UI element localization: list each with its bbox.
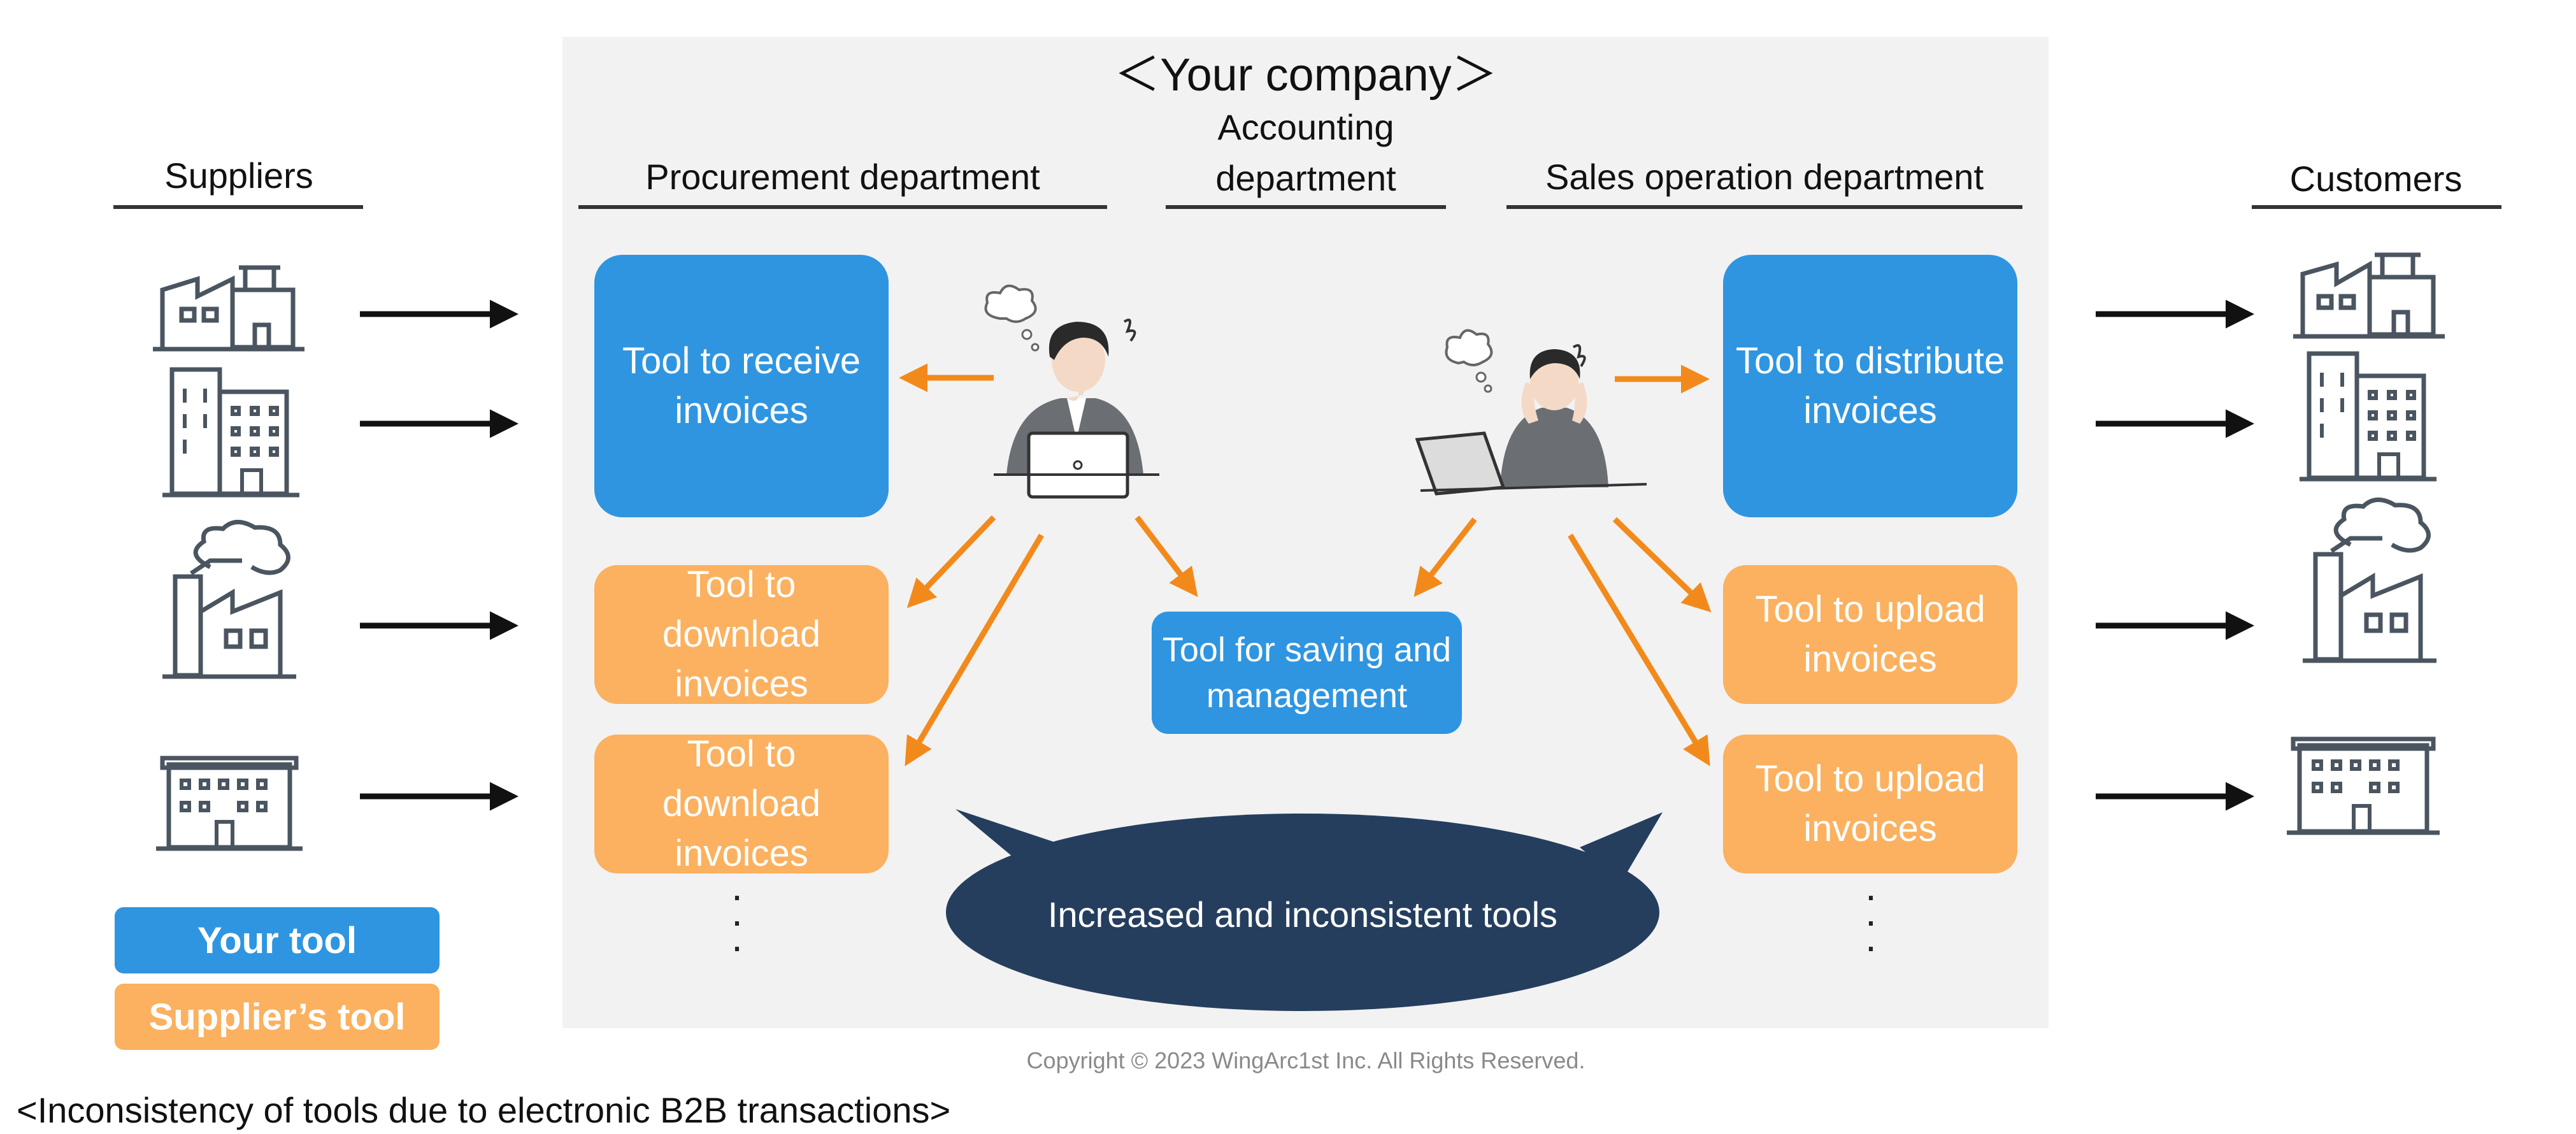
sales-underline bbox=[1506, 205, 2022, 209]
arrow-to-saving-right bbox=[1413, 517, 1477, 598]
customers-header: Customers bbox=[2289, 158, 2463, 199]
worried-person-laptop-icon bbox=[984, 284, 1159, 499]
arrow-to-download-1 bbox=[906, 515, 996, 608]
tool-upload-invoices-2: Tool to upload invoices bbox=[1723, 735, 2017, 873]
customer-office-building-icon bbox=[2300, 351, 2436, 482]
supplier-arrows bbox=[360, 299, 519, 811]
arrow-to-upload-2 bbox=[1568, 533, 1710, 766]
procurement-header: Procurement department bbox=[645, 156, 1040, 197]
tool-distribute-invoices: Tool to distribute invoices bbox=[1723, 255, 2017, 517]
suppliers-underline bbox=[113, 205, 363, 209]
tool-upload-invoices-1: Tool to upload invoices bbox=[1723, 565, 2017, 704]
sales-header: Sales operation department bbox=[1545, 156, 1984, 197]
speech-bubble bbox=[946, 809, 1663, 1011]
customers-underline bbox=[2252, 205, 2501, 209]
customer-arrows bbox=[2096, 299, 2254, 811]
tool-saving-management: Tool for saving and management bbox=[1152, 612, 1462, 734]
low-building-icon bbox=[156, 756, 303, 851]
suppliers-header: Suppliers bbox=[164, 155, 313, 196]
figure-caption: <Inconsistency of tools due to electroni… bbox=[17, 1090, 951, 1130]
tool-receive-invoices: Tool to receive invoices bbox=[594, 255, 889, 517]
accounting-underline bbox=[1166, 205, 1446, 209]
procurement-underline bbox=[578, 205, 1107, 209]
copyright-notice: Copyright © 2023 WingArc1st Inc. All Rig… bbox=[1026, 1047, 1585, 1073]
stressed-person-laptop-icon bbox=[1415, 329, 1647, 496]
tool-download-invoices-2: Tool to download invoices bbox=[594, 733, 889, 874]
legend-your-tool: Your tool bbox=[115, 907, 440, 973]
page-title: ＜Your company＞ bbox=[1114, 49, 1498, 101]
office-building-icon bbox=[162, 367, 299, 498]
speech-bubble-text: Increased and inconsistent tools bbox=[1047, 894, 1558, 935]
arrow-to-download-2 bbox=[905, 533, 1044, 766]
factory-icon bbox=[153, 265, 304, 352]
smoking-factory-icon bbox=[162, 520, 296, 679]
legend-supplier-tool: Supplier’s tool bbox=[115, 984, 440, 1050]
more-tools-dots-right: · · · bbox=[1864, 872, 1878, 969]
arrow-to-upload-1 bbox=[1612, 517, 1712, 613]
arrow-to-saving-left bbox=[1134, 515, 1198, 598]
tool-download-invoices-1: Tool to download invoices bbox=[594, 564, 889, 705]
customer-factory-icon bbox=[2293, 252, 2445, 339]
accounting-header: Accounting department bbox=[1215, 107, 1396, 198]
more-tools-dots-left: · · · bbox=[730, 872, 744, 969]
customer-low-building-icon bbox=[2287, 736, 2440, 835]
customer-smoking-factory-icon bbox=[2303, 498, 2436, 663]
orange-arrows bbox=[899, 363, 1712, 766]
